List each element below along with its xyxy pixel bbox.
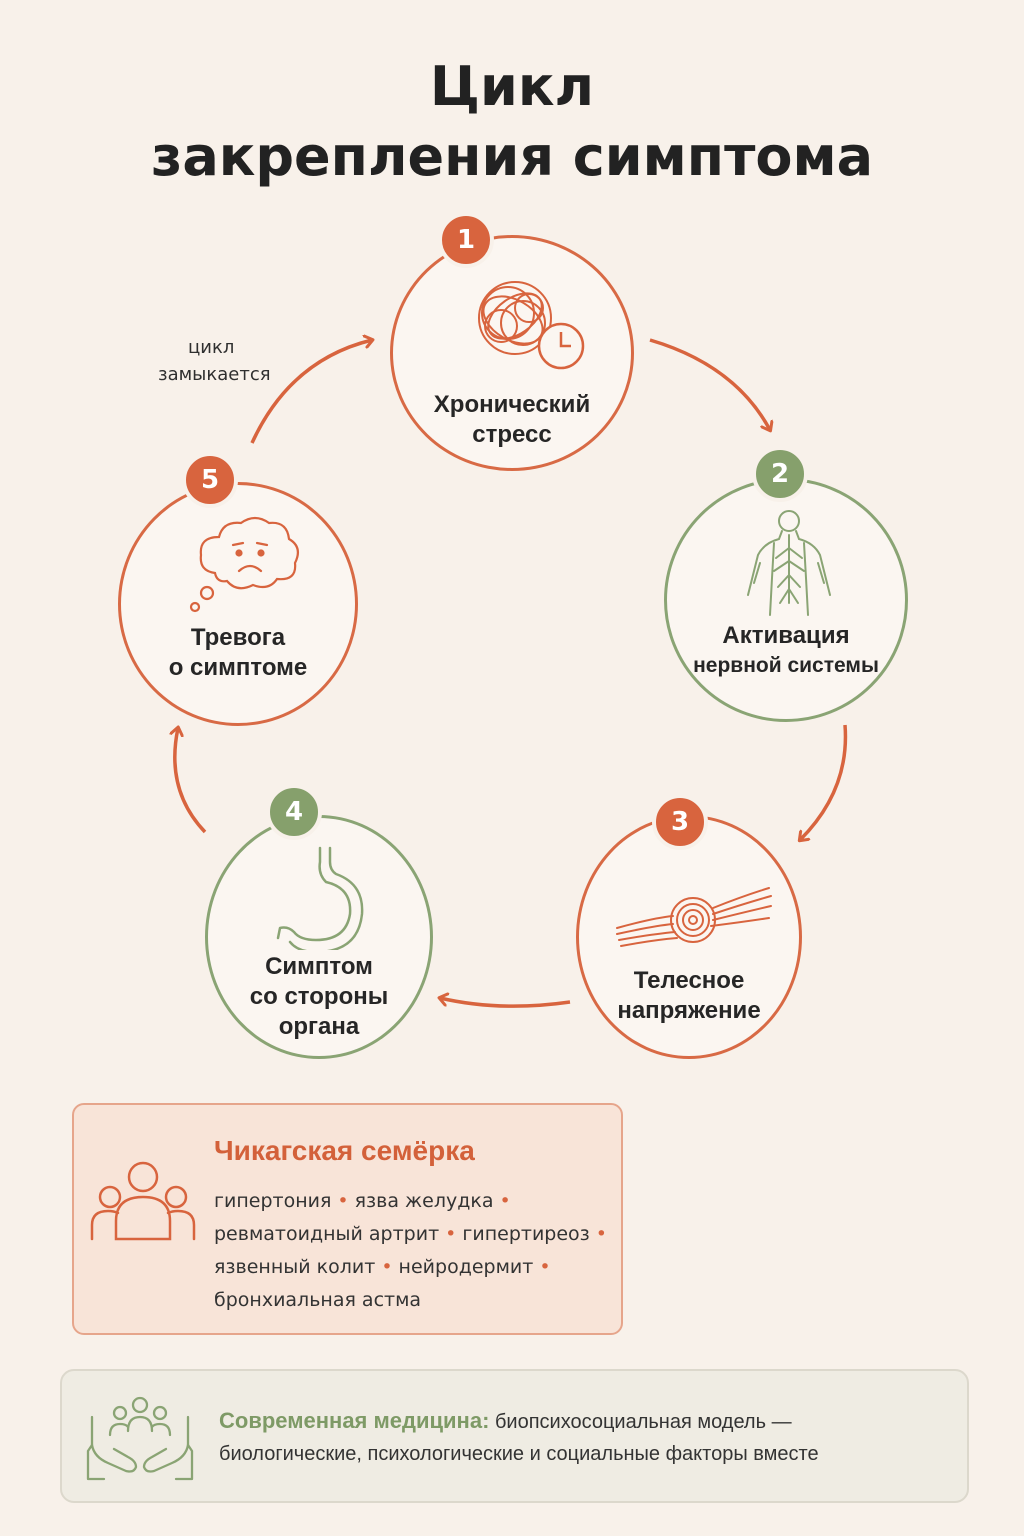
node-body-tension: Телесное напряжение	[576, 815, 802, 1059]
node-5-number-badge: 5	[182, 452, 238, 508]
disease-item: ревматоидный артрит	[214, 1223, 440, 1245]
cycle-note-line-2: замыкается	[158, 364, 271, 385]
separator-dot: •	[445, 1223, 457, 1245]
people-group-icon	[90, 1161, 196, 1241]
page-title: Цикл закрепления симптома	[0, 52, 1024, 192]
disease-item: язва желудка	[354, 1190, 494, 1212]
chicago-disease-list: гипертония•язва желудка• ревматоидный ар…	[214, 1185, 614, 1317]
node-4-label-line-3: органа	[278, 1013, 360, 1040]
node-4-label: Симптом со стороны органа	[208, 952, 430, 1042]
arrow-3-to-4	[440, 998, 571, 1008]
hands-holding-people-icon	[86, 1396, 194, 1481]
worried-thought-cloud-icon	[189, 516, 300, 613]
node-2-label-line-1: Активация	[722, 622, 850, 649]
node-2-label: Активация нервной системы	[667, 621, 905, 681]
modern-text-line-2: биологические, психологические и социаль…	[219, 1443, 819, 1465]
separator-dot: •	[381, 1256, 393, 1278]
arrow-4-to-5	[175, 728, 207, 834]
disease-item: гипертония	[214, 1190, 332, 1212]
arrow-2-to-3	[800, 724, 848, 840]
tense-muscle-knot-icon	[616, 887, 772, 947]
disease-item: бронхиальная астма	[214, 1289, 422, 1311]
separator-dot: •	[337, 1190, 349, 1212]
chicago-seven-card: Чикагская семёрка гипертония•язва желудк…	[72, 1103, 623, 1335]
arrow-1-to-2	[649, 338, 770, 430]
arrow-5-to-1	[250, 340, 372, 444]
node-1-label-line-1: Хронический	[433, 391, 591, 418]
node-3-label-line-2: напряжение	[617, 997, 761, 1024]
node-3-label-line-1: Телесное	[633, 967, 745, 994]
node-chronic-stress: Хронический стресс	[390, 235, 634, 471]
node-3-label: Телесное напряжение	[579, 966, 799, 1026]
disease-item: язвенный колит	[214, 1256, 376, 1278]
node-organ-symptom: Симптом со стороны органа	[205, 815, 433, 1059]
separator-dot: •	[499, 1190, 511, 1212]
node-1-number-badge: 1	[438, 212, 494, 268]
node-2-label-line-2: нервной системы	[693, 654, 879, 677]
node-2-number-badge: 2	[752, 446, 808, 502]
cycle-note-line-1: цикл	[188, 337, 235, 358]
disease-item: гипертиреоз	[462, 1223, 590, 1245]
modern-medicine-label: Современная медицина:	[219, 1408, 490, 1433]
node-4-label-line-2: со стороны	[249, 983, 389, 1010]
separator-dot: •	[595, 1223, 608, 1245]
modern-medicine-text: Современная медицина: биопсихосоциальная…	[219, 1405, 939, 1470]
node-1-label-line-2: стресс	[472, 421, 552, 448]
modern-text-line-1: биопсихосоциальная модель —	[494, 1411, 792, 1433]
title-line-1: Цикл	[429, 55, 595, 118]
symptom-cycle-diagram: цикл замыкается Хронический стресс 1	[0, 0, 908, 1059]
chicago-title: Чикагская семёрка	[214, 1135, 475, 1166]
node-symptom-anxiety: Тревога о симптоме	[118, 482, 358, 726]
node-5-label: Тревога о симптоме	[121, 623, 355, 683]
node-5-label-line-1: Тревога	[190, 624, 286, 651]
separator-dot: •	[539, 1256, 551, 1278]
node-1-label: Хронический стресс	[393, 390, 631, 450]
cycle-arrows	[0, 0, 848, 1008]
node-nervous-activation: Активация нервной системы	[664, 478, 908, 722]
node-4-label-line-1: Симптом	[265, 953, 373, 980]
title-line-2: закрепления симптома	[150, 125, 874, 188]
stomach-icon	[276, 846, 364, 950]
modern-medicine-card: Современная медицина: биопсихосоциальная…	[60, 1369, 969, 1503]
disease-item: нейродермит	[398, 1256, 534, 1278]
cycle-closes-note: цикл замыкается	[158, 334, 298, 388]
node-3-number-badge: 3	[652, 794, 708, 850]
nervous-system-body-icon	[747, 510, 831, 616]
node-5-label-line-2: о симптоме	[168, 654, 308, 681]
tangled-thread-clock-icon	[478, 281, 585, 370]
node-4-number-badge: 4	[266, 784, 322, 840]
